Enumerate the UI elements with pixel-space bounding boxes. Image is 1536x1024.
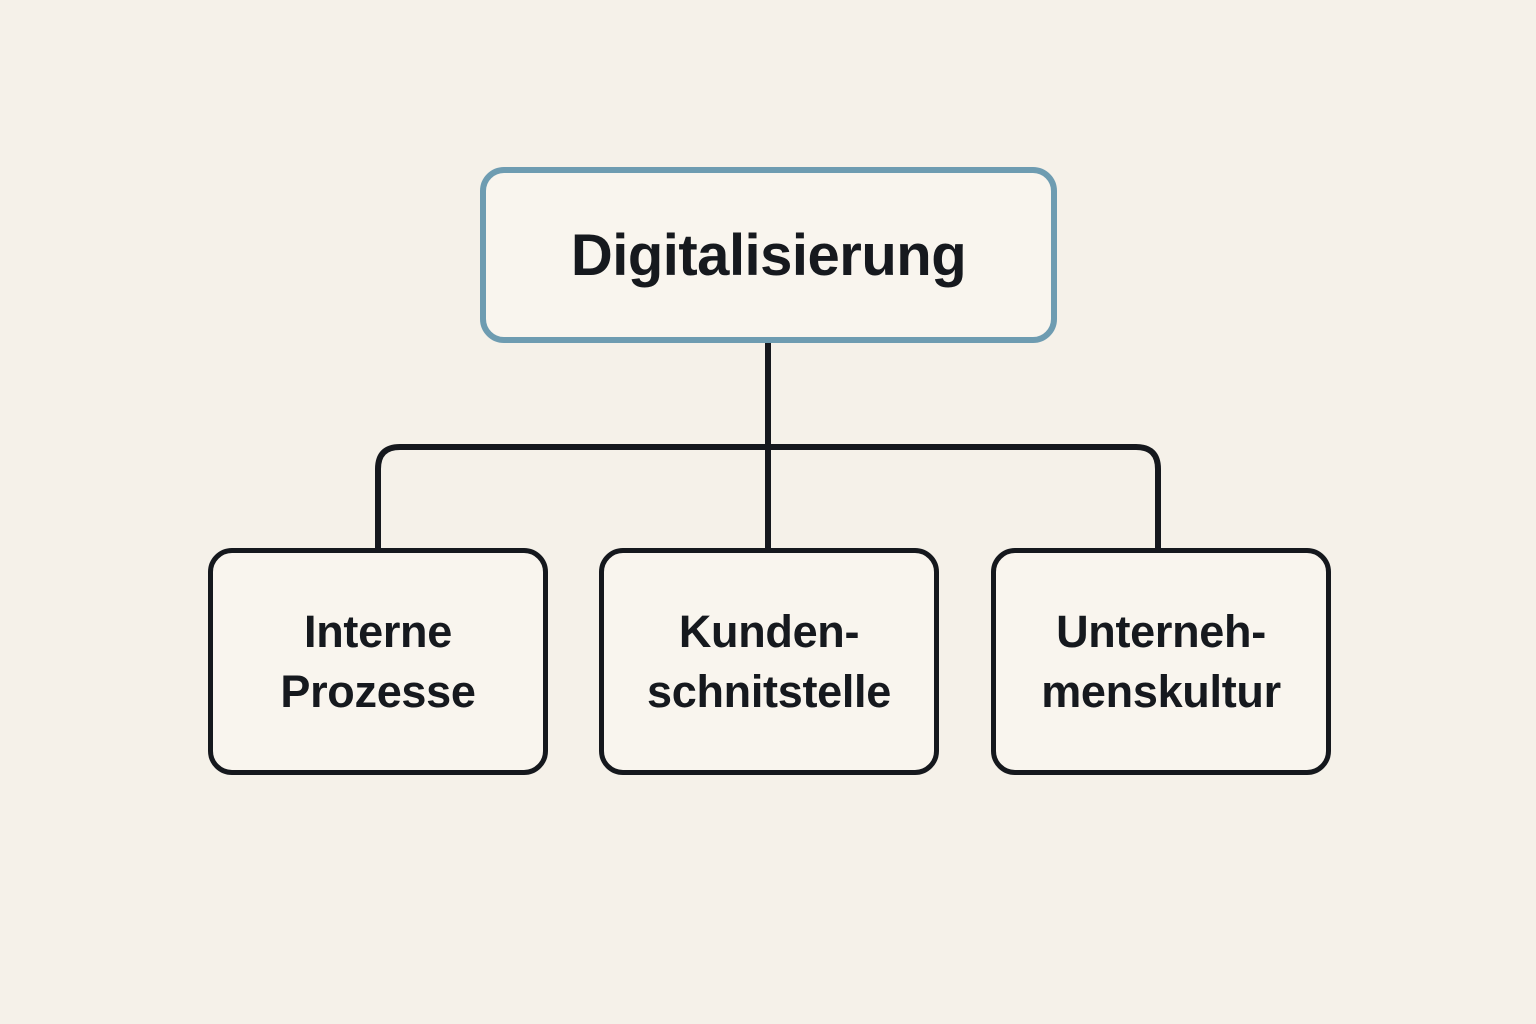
child-node-label-line2: menskultur	[1041, 665, 1281, 717]
child-node-label-line1: Interne	[304, 606, 452, 658]
child-node-label-line1: Kunden-	[678, 606, 860, 658]
root-node-digitalisierung: Digitalisierung	[480, 167, 1057, 343]
child-node-label-line2: Prozesse	[280, 665, 476, 717]
child-node-label: Kunden- schnitstelle	[647, 602, 891, 721]
child-node-label-line2: schnitstelle	[647, 665, 891, 717]
child-node-kundenschnitstelle: Kunden- schnitstelle	[599, 548, 939, 775]
child-node-unternehmenskultur: Unterneh- menskultur	[991, 548, 1331, 775]
child-node-label: Interne Prozesse	[280, 602, 476, 721]
child-node-label: Unterneh- menskultur	[1041, 602, 1281, 721]
child-node-interne-prozesse: Interne Prozesse	[208, 548, 548, 775]
child-node-label-line1: Unterneh-	[1056, 606, 1266, 658]
connector-bracket	[375, 444, 1161, 560]
root-node-label: Digitalisierung	[570, 222, 967, 288]
